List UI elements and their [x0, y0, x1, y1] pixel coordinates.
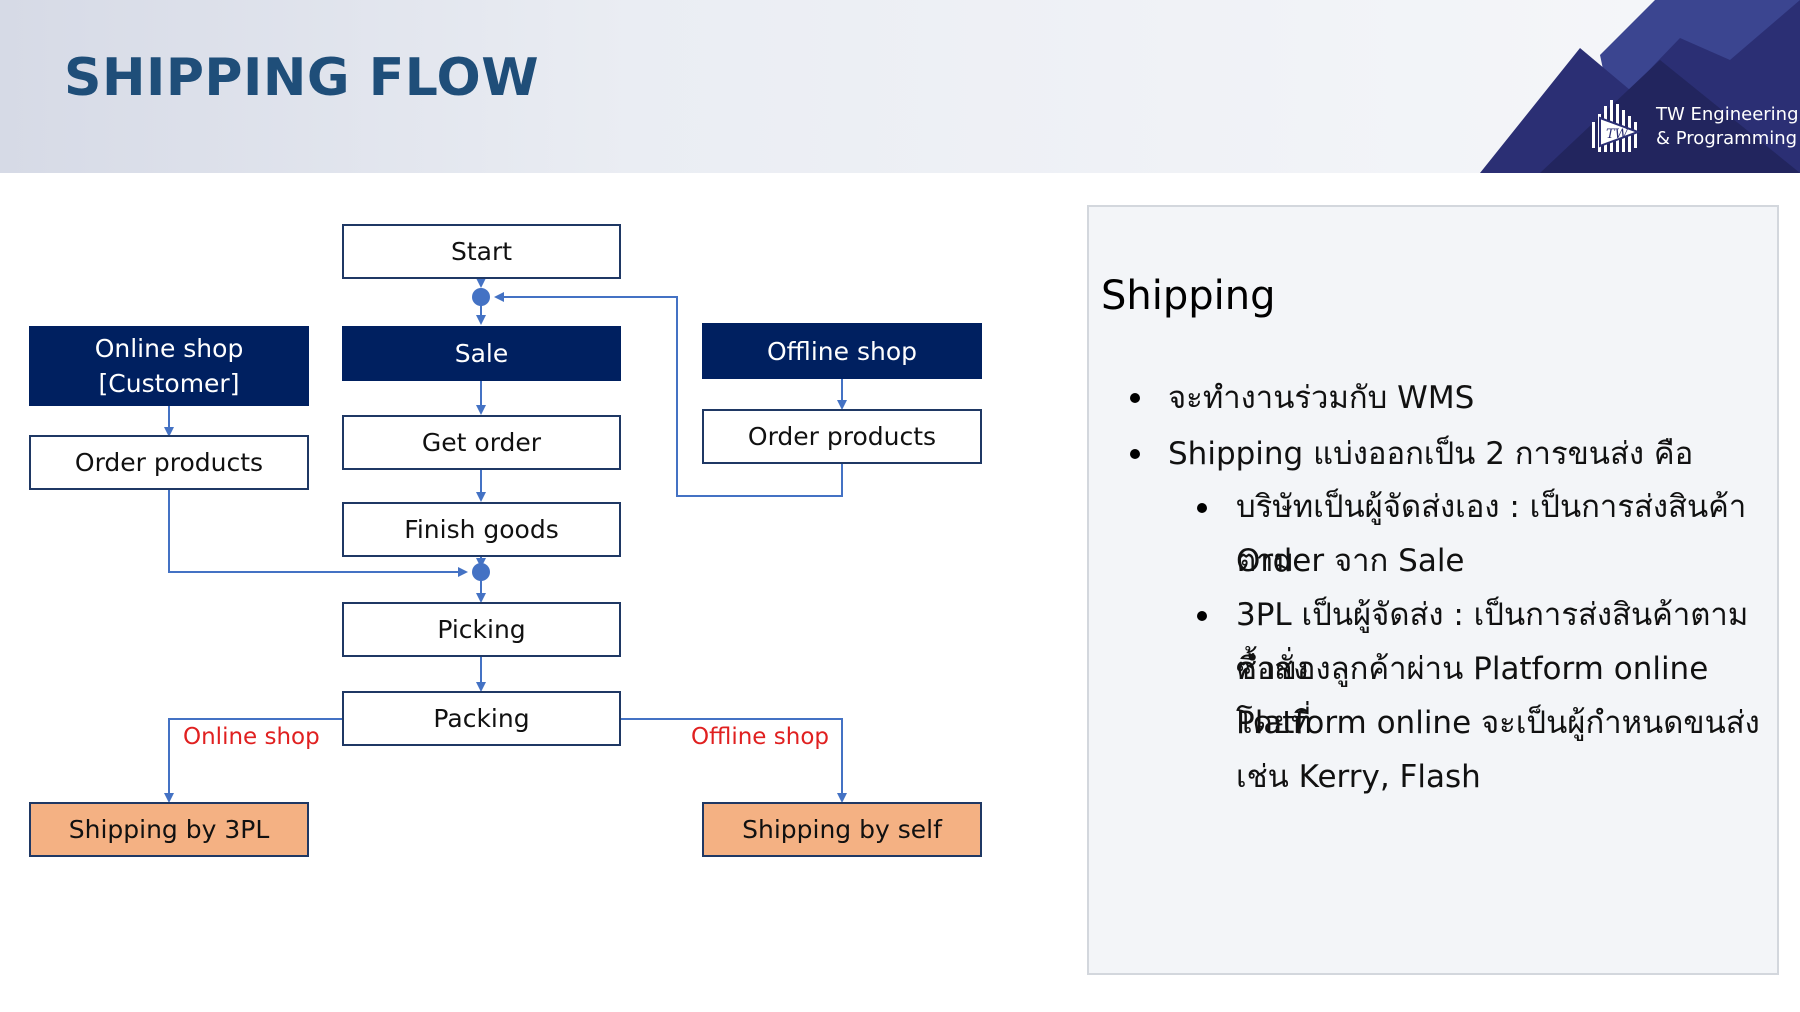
sub-bullet-2-line4: เช่น Kerry, Flash [1236, 759, 1481, 795]
junction-node-2 [472, 563, 490, 581]
sub-bullet-dot [1197, 611, 1207, 621]
node-packing: Packing [342, 691, 621, 746]
node-get-order: Get order [342, 415, 621, 470]
page-title: SHIPPING FLOW [64, 48, 540, 108]
node-shipping-self: Shipping by self [702, 802, 982, 857]
svg-text:TW: TW [1606, 127, 1630, 142]
header-banner [0, 0, 1800, 173]
flow-connectors [164, 278, 847, 803]
bullet-dot [1130, 393, 1140, 403]
sub-bullet-2-line3: Platform online จะเป็นผู้กำหนดขนส่ง [1236, 705, 1760, 741]
edge-packing-3pl [164, 718, 343, 803]
bullet-1: จะทำงานร่วมกับ WMS [1168, 380, 1475, 416]
sub-bullet-2-line1: 3PL เป็นผู้จัดส่ง : เป็นการส่งสินค้าตามค… [1236, 597, 1749, 687]
bullet-2: Shipping แบ่งออกเป็น 2 การขนส่ง คือ [1168, 436, 1694, 472]
sub-bullet-1-line1: บริษัทเป็นผู้จัดส่งเอง : เป็นการส่งสินค้… [1236, 489, 1747, 579]
online-shop-line2: [Customer] [98, 369, 240, 398]
edge-orderonline-junction [168, 490, 468, 577]
sub-bullet-2-line2: ซื้อของลูกค้าผ่าน Platform online โดยที่ [1236, 651, 1709, 741]
node-finish-goods: Finish goods [342, 502, 621, 557]
node-order-products-offline: Order products [702, 409, 982, 464]
logo-line2: & Programming [1656, 128, 1798, 149]
sub-bullet-1-line2: Order จาก Sale [1236, 543, 1465, 579]
edge-packing-self [620, 718, 847, 803]
node-order-products-online: Order products [29, 435, 309, 490]
node-offline-shop: Offline shop [702, 323, 982, 379]
node-sale: Sale [342, 326, 621, 381]
edge-label-online: Online shop [183, 724, 320, 750]
edge-label-offline: Offline shop [691, 724, 829, 750]
bullet-dot [1130, 449, 1140, 459]
node-online-shop: Online shop [Customer] [29, 326, 309, 406]
sub-bullet-dot [1197, 503, 1207, 513]
node-shipping-3pl: Shipping by 3PL [29, 802, 309, 857]
junction-node-1 [472, 288, 490, 306]
flow-diagram: Start Sale Get order Finish goods Pickin… [0, 173, 1060, 1012]
online-shop-line1: Online shop [94, 334, 244, 363]
logo-line1: TW Engineering [1656, 104, 1799, 125]
node-picking: Picking [342, 602, 621, 657]
node-start: Start [342, 224, 621, 279]
edge-orderoffline-junction [494, 292, 843, 497]
tw-logo-icon: TW [1592, 100, 1641, 152]
info-panel: Shipping จะทำงานร่วมกับ WMS Shipping แบ่… [1087, 205, 1779, 975]
panel-title: Shipping [1101, 273, 1276, 319]
